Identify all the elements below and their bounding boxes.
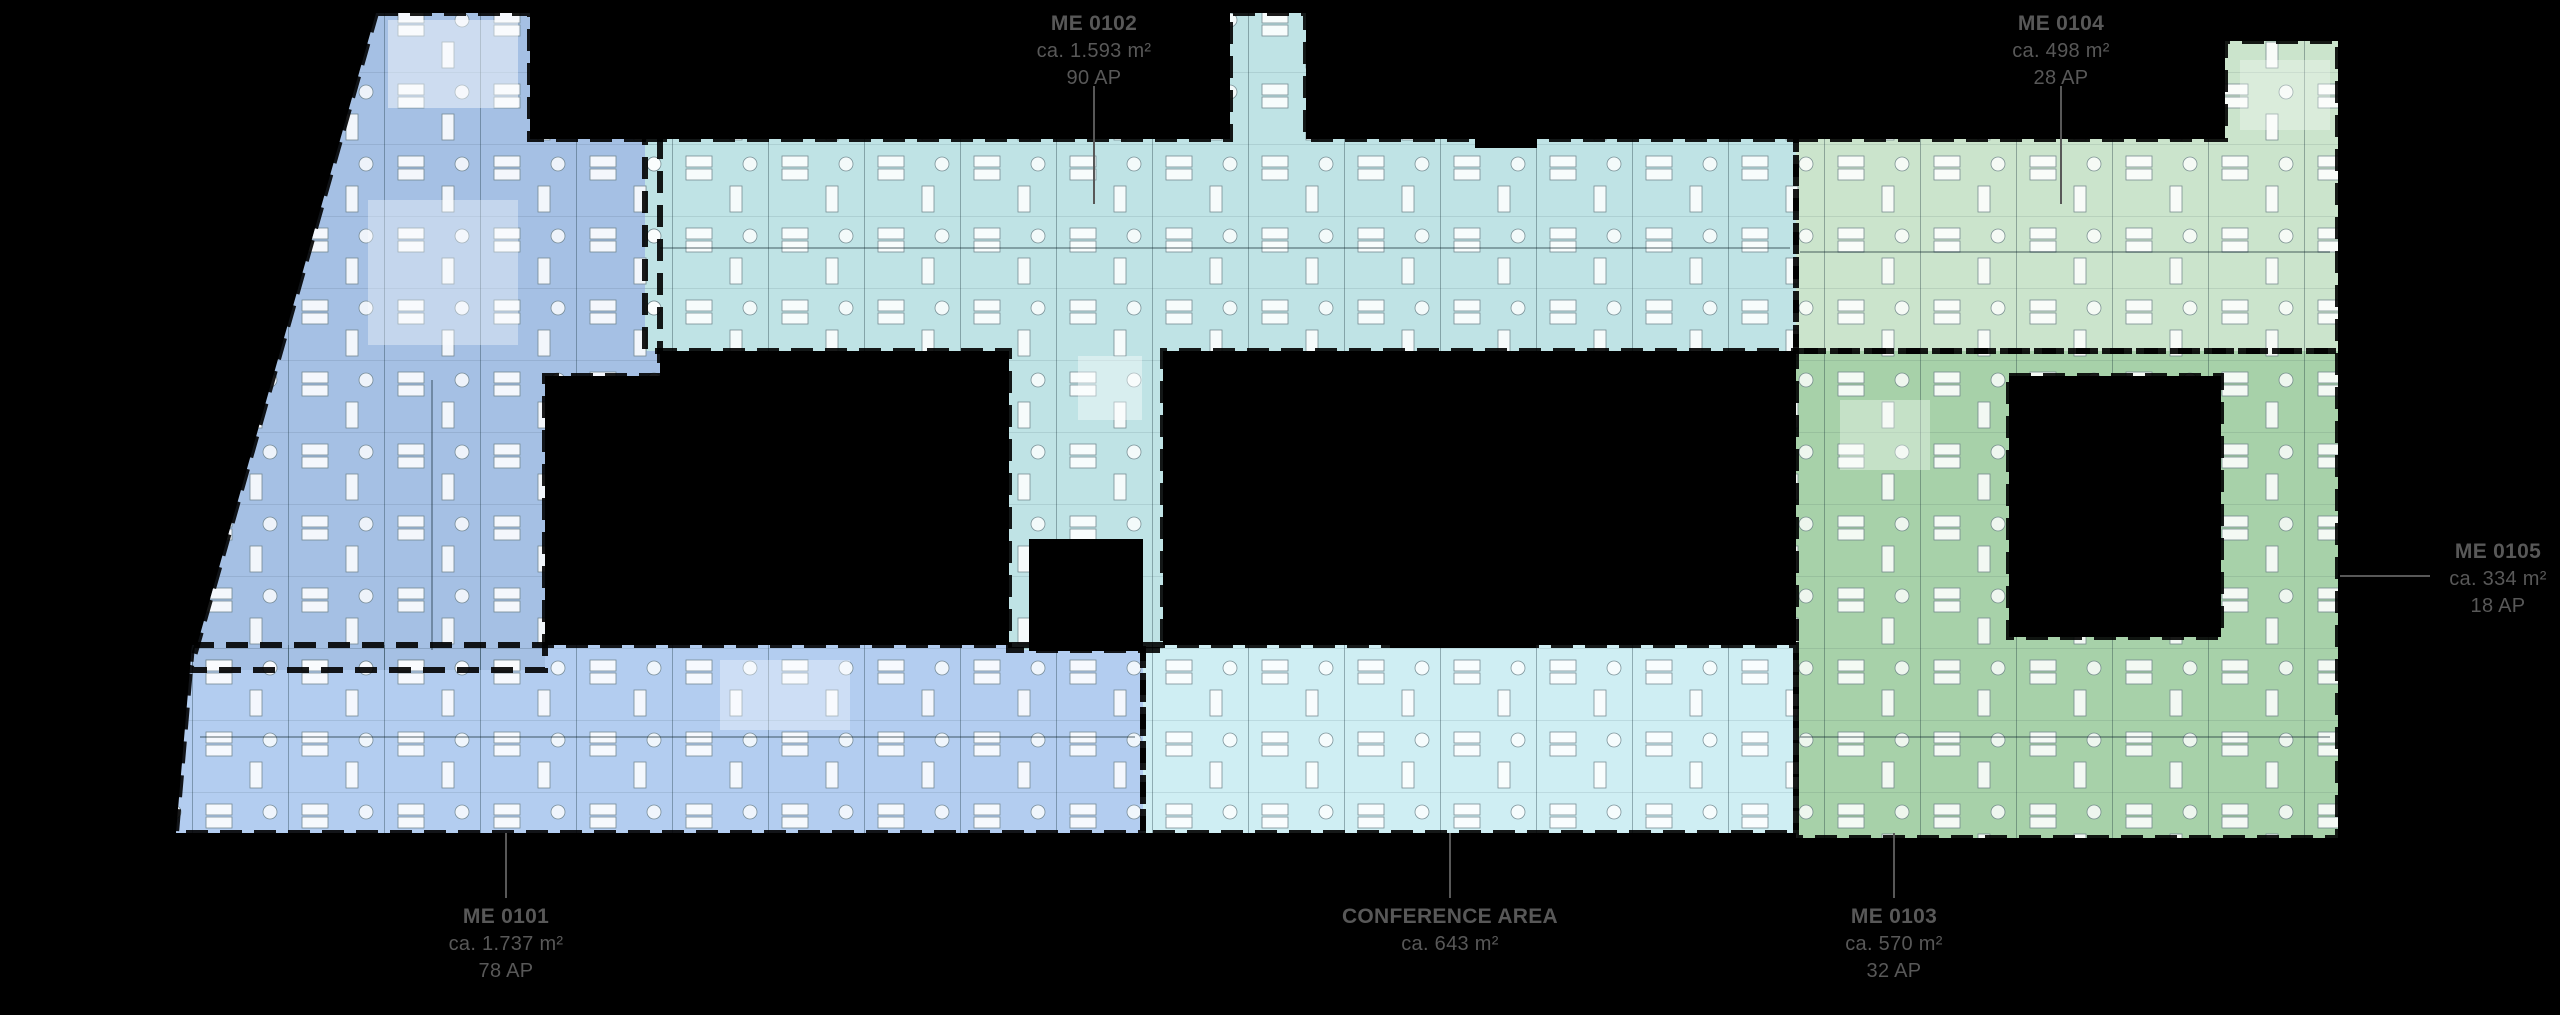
label-me0102: ME 0102 ca. 1.593 m² 90 AP <box>984 10 1204 92</box>
unit-name: ME 0105 <box>2454 540 2542 563</box>
unit-name: CONFERENCE AREA <box>1341 905 1559 928</box>
unit-area: ca. 498 m² <box>2012 40 2110 63</box>
wall-outlines <box>172 10 2341 841</box>
label-me0103: ME 0103 ca. 570 m² 32 AP <box>1784 903 2004 985</box>
corridor-lines <box>200 247 2330 738</box>
unit-area: ca. 1.593 m² <box>1036 40 1152 63</box>
unit-name: ME 0101 <box>462 905 550 928</box>
unit-area: ca. 1.737 m² <box>448 933 564 956</box>
building-cores <box>1029 88 2221 651</box>
unit-workplaces: 90 AP <box>1066 66 1122 89</box>
leader-lines <box>505 86 2430 898</box>
unit-name: ME 0102 <box>1050 12 1138 35</box>
unit-workplaces: 78 AP <box>478 959 534 982</box>
label-conference-area: CONFERENCE AREA ca. 643 m² <box>1320 903 1580 958</box>
unit-workplaces: 32 AP <box>1866 959 1922 982</box>
unit-workplaces: 18 AP <box>2470 594 2526 617</box>
label-me0105: ME 0105 ca. 334 m² 18 AP <box>2436 538 2560 620</box>
unit-area: ca. 570 m² <box>1845 933 1943 956</box>
unit-workplaces: 28 AP <box>2033 66 2089 89</box>
label-me0101: ME 0101 ca. 1.737 m² 78 AP <box>396 903 616 985</box>
unit-area: ca. 643 m² <box>1401 933 1499 956</box>
label-me0104: ME 0104 ca. 498 m² 28 AP <box>1951 10 2171 92</box>
unit-name: ME 0103 <box>1850 905 1938 928</box>
unit-area: ca. 334 m² <box>2449 568 2547 591</box>
white-rooms <box>368 20 2330 730</box>
unit-name: ME 0104 <box>2017 12 2105 35</box>
